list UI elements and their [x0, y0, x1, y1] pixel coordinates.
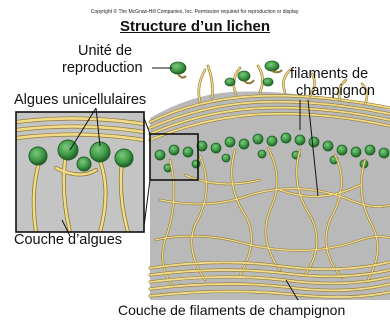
label-reproduction-line1: Unité de: [78, 43, 132, 60]
label-filaments-line1: filaments de: [290, 66, 368, 83]
label-filaments-line2: champignon: [296, 83, 375, 100]
label-reproduction-line2: reproduction: [62, 60, 143, 77]
label-couche-filaments: Couche de filaments de champignon: [118, 302, 345, 319]
magnified-inset: [16, 112, 144, 232]
label-algues-unicellulaires: Algues unicellulaires: [14, 92, 146, 109]
label-couche-algues: Couche d’algues: [14, 232, 122, 249]
